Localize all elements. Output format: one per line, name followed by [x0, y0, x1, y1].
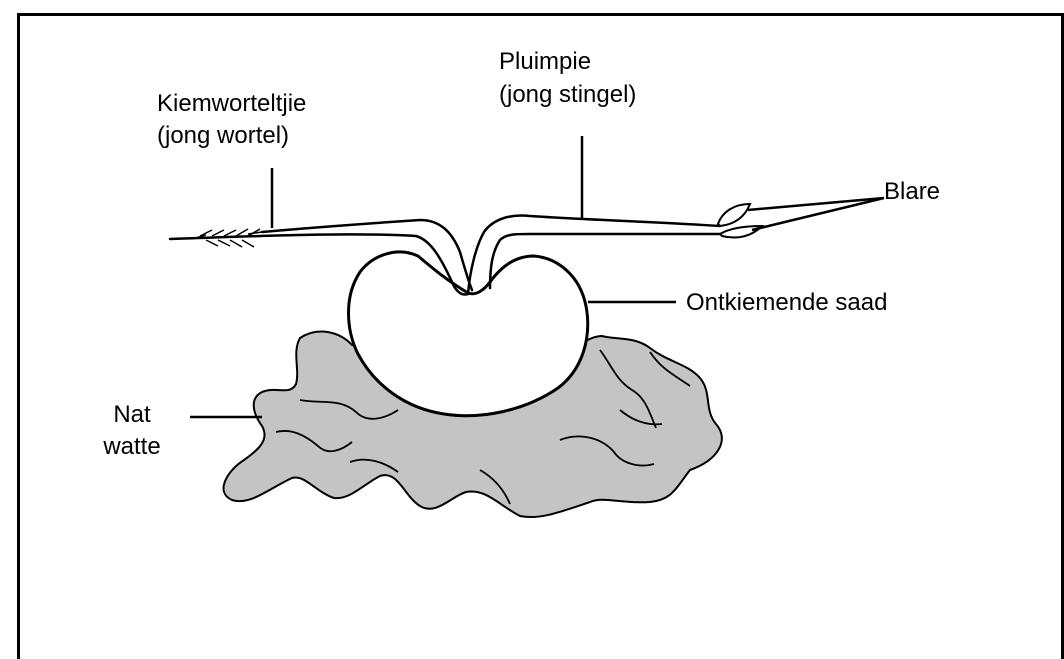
cotton-label-line1: Nat [96, 399, 168, 430]
leaves-label: Blare [884, 176, 940, 207]
plumule-label-line1: Pluimpie [499, 46, 591, 77]
radicle-label-line2: (jong wortel) [157, 120, 289, 151]
cotton-label-line2: watte [96, 431, 168, 462]
plumule-label-line2: (jong stingel) [499, 79, 636, 110]
radicle-label-line1: Kiemworteltjie [157, 88, 306, 119]
seed-label: Ontkiemende saad [686, 287, 887, 318]
